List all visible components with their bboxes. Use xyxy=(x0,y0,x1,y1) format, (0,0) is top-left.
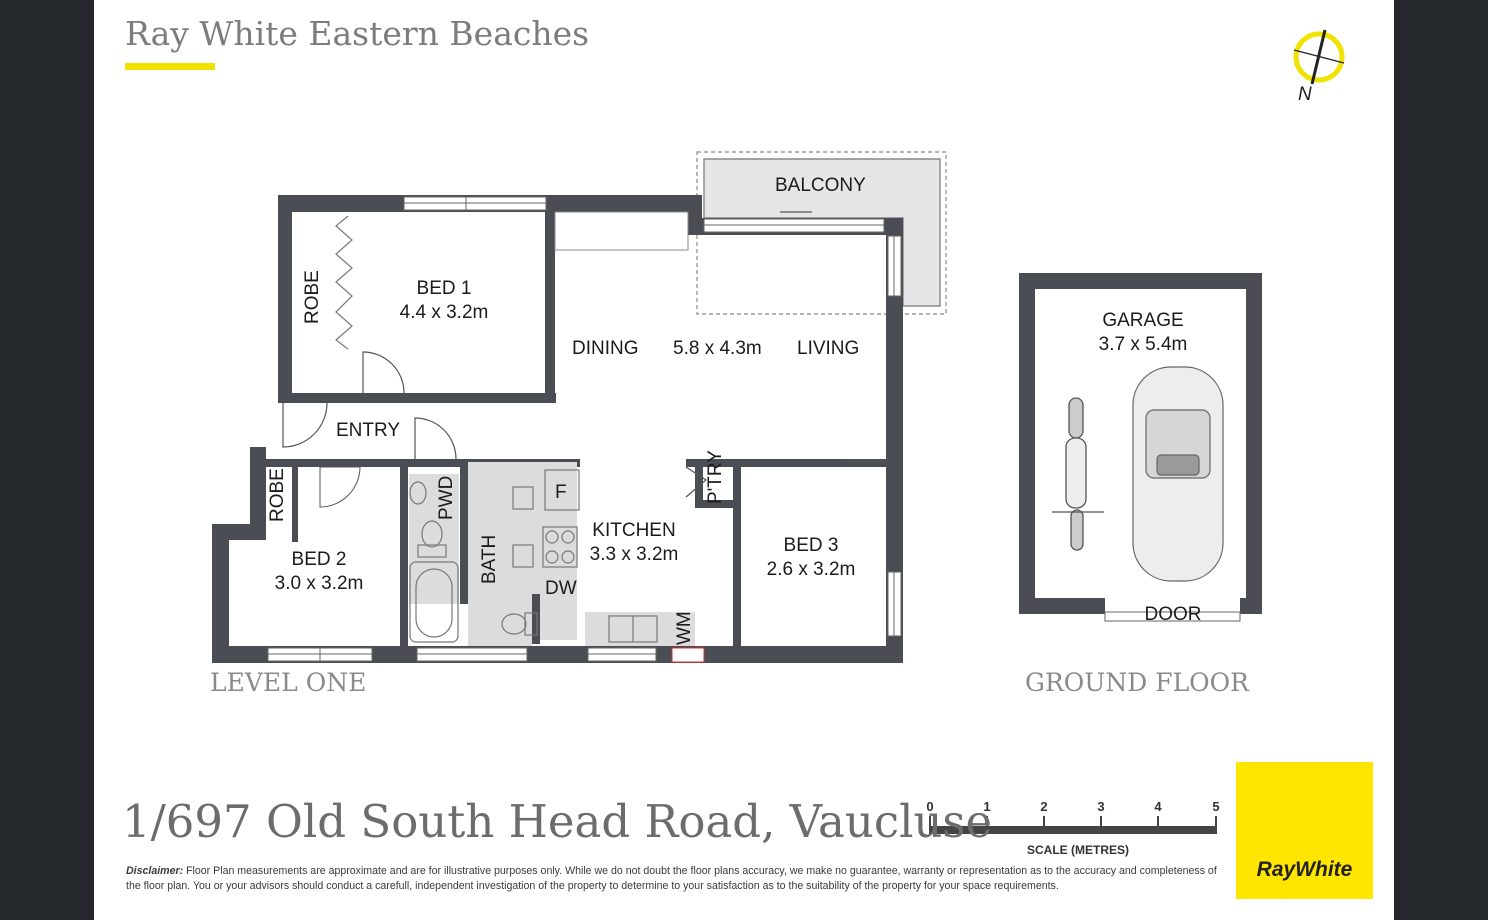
bed2-size: 3.0 x 3.2m xyxy=(275,573,364,594)
garage-walls xyxy=(1019,273,1262,622)
wm-label: WM xyxy=(674,611,695,645)
living-label: LIVING xyxy=(797,338,859,359)
garage-door-label: DOOR xyxy=(1145,604,1202,625)
disclaimer: Disclaimer: Floor Plan measurements are … xyxy=(126,864,1221,893)
garage-name: GARAGE xyxy=(1102,310,1183,331)
scale-tick-5: 5 xyxy=(1212,799,1219,814)
scale-tick-4: 4 xyxy=(1154,799,1162,814)
kitchen-name: KITCHEN xyxy=(592,520,675,541)
fridge-label: F xyxy=(555,482,567,503)
scale-tick-2: 2 xyxy=(1040,799,1047,814)
pantry-label: P'TRY xyxy=(705,450,726,504)
fixtures xyxy=(409,462,695,646)
windows xyxy=(267,196,902,663)
balcony-label: BALCONY xyxy=(775,175,866,196)
scale-tick-3: 3 xyxy=(1097,799,1104,814)
compass-north-label: N xyxy=(1298,84,1312,105)
agency-name: Ray White Eastern Beaches xyxy=(125,14,590,53)
agency-underline xyxy=(125,63,215,70)
property-address: 1/697 Old South Head Road, Vaucluse xyxy=(122,795,993,848)
bed3-name: BED 3 xyxy=(784,535,839,556)
dining-label: DINING xyxy=(572,338,639,359)
bed1-size: 4.4 x 3.2m xyxy=(400,302,489,323)
garage-size: 3.7 x 5.4m xyxy=(1099,334,1188,355)
scale-caption: SCALE (METRES) xyxy=(1027,843,1129,857)
bed2-name: BED 2 xyxy=(292,549,347,570)
robe-2-label: ROBE xyxy=(267,468,288,522)
motorbike-icon xyxy=(1052,397,1104,551)
disclaimer-heading: Disclaimer: xyxy=(126,865,184,877)
scale-tick-0: 0 xyxy=(926,799,933,814)
level-one-label: LEVEL ONE xyxy=(210,668,367,697)
raywhite-logo: RayWhite xyxy=(1236,762,1373,899)
kitchen-size: 3.3 x 3.2m xyxy=(590,544,679,565)
living-size: 5.8 x 4.3m xyxy=(673,338,762,359)
bed1-name: BED 1 xyxy=(417,278,472,299)
scale-bar: 0 1 2 3 4 5 SCALE (METRES) xyxy=(926,799,1219,857)
scale-tick-1: 1 xyxy=(983,799,990,814)
dw-label: DW xyxy=(545,578,577,599)
pwd-label: PWD xyxy=(436,476,457,520)
bath-label: BATH xyxy=(479,535,500,584)
entry-label: ENTRY xyxy=(336,420,400,441)
raywhite-logo-text: RayWhite xyxy=(1256,858,1353,881)
compass-icon xyxy=(1293,29,1345,85)
ground-floor-label: GROUND FLOOR xyxy=(1025,668,1249,697)
bed3-size: 2.6 x 3.2m xyxy=(767,559,856,580)
car-icon xyxy=(1132,366,1224,582)
robe-1-label: ROBE xyxy=(302,270,323,324)
disclaimer-text: Floor Plan measurements are approximate … xyxy=(126,865,1217,892)
